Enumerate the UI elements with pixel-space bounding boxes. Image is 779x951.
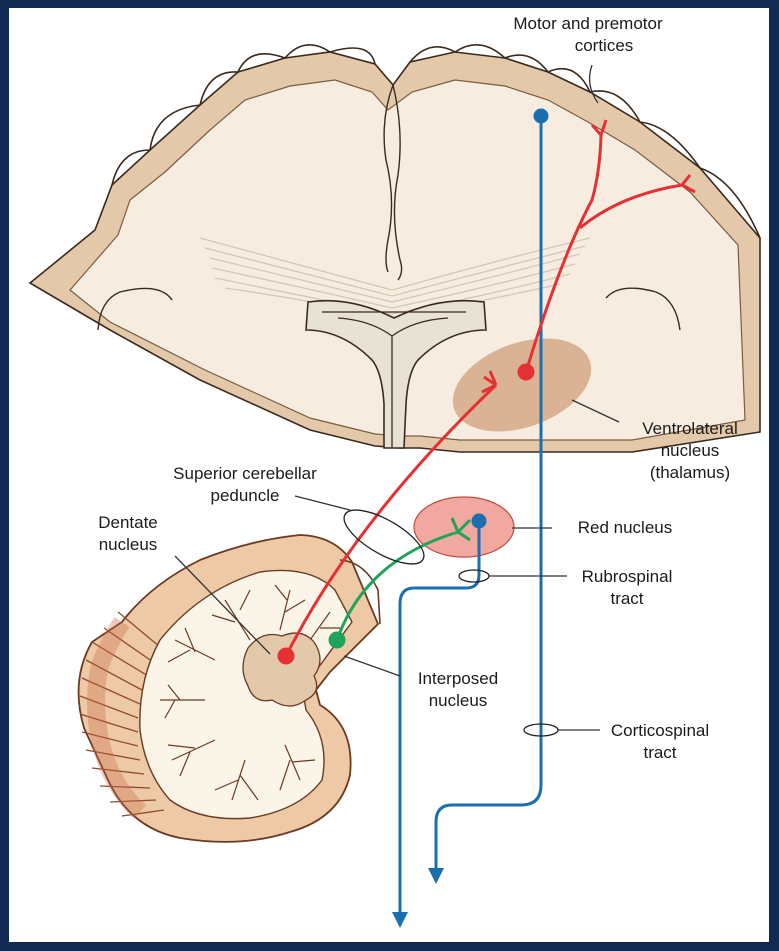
rubrospinal-marker bbox=[459, 570, 489, 582]
motor-cortex-neuron bbox=[534, 109, 549, 124]
superior-peduncle-label-line1: Superior cerebellar bbox=[173, 464, 317, 483]
figure-frame: Motor and premotor cortices Ventrolatera… bbox=[9, 8, 769, 942]
dentate-neuron bbox=[278, 648, 295, 665]
corticospinal-label-line2: tract bbox=[643, 743, 676, 762]
rubrospinal-label-line1: Rubrospinal bbox=[582, 567, 673, 586]
interposed-label-line1: Interposed bbox=[418, 669, 498, 688]
rubrospinal-tract-line bbox=[400, 521, 479, 918]
red-nucleus-neuron bbox=[472, 514, 487, 529]
interposed-leader bbox=[344, 656, 400, 676]
rubrospinal-label-line2: tract bbox=[610, 589, 643, 608]
dentate-label-line2: nucleus bbox=[99, 535, 158, 554]
interposed-label-line2: nucleus bbox=[429, 691, 488, 710]
dentate-nucleus bbox=[243, 633, 320, 706]
rubrospinal-pathway bbox=[392, 514, 487, 929]
cerebellar-pathway-diagram: Motor and premotor cortices Ventrolatera… bbox=[9, 8, 769, 942]
motor-cortex-label-line1: Motor and premotor bbox=[513, 14, 663, 33]
cerebellum bbox=[79, 535, 380, 842]
dentate-label-line1: Dentate bbox=[98, 513, 158, 532]
interposed-neuron bbox=[329, 632, 346, 649]
rubrospinal-arrowhead bbox=[392, 912, 408, 928]
motor-cortex-label-line2: cortices bbox=[575, 36, 634, 55]
corticospinal-label-line1: Corticospinal bbox=[611, 721, 709, 740]
ventrolateral-label-line2: nucleus bbox=[661, 441, 720, 460]
peduncle-leader bbox=[295, 496, 350, 510]
thalamic-neuron bbox=[518, 364, 535, 381]
corticospinal-arrowhead bbox=[428, 868, 444, 884]
ventrolateral-label-line3: (thalamus) bbox=[650, 463, 730, 482]
superior-peduncle-label-line2: peduncle bbox=[210, 486, 279, 505]
ventrolateral-label-line1: Ventrolateral bbox=[642, 419, 737, 438]
red-nucleus-label: Red nucleus bbox=[578, 518, 673, 537]
brain-coronal-section bbox=[30, 45, 760, 452]
